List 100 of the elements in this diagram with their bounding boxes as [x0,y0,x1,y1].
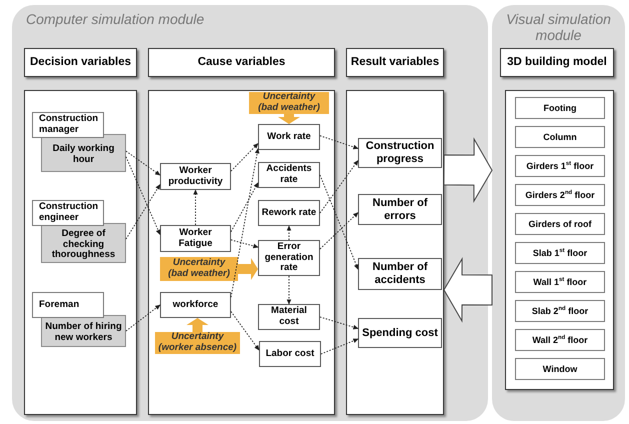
arrow [230,182,258,232]
box-label: Spending cost [362,326,438,340]
box-label: Wall 1$^{st}$ floor [533,276,587,288]
arrow [320,212,358,250]
variable-box [258,162,320,188]
arrow [126,150,161,176]
box-label: Slab 2$^{nd}$ floor [532,306,588,316]
variable-box [160,163,231,190]
variable-box [258,240,320,276]
box-label: Construction manager [39,114,100,136]
component-box [515,155,605,177]
block-arrow [278,114,300,124]
variable-box [160,292,231,318]
component-frame [505,90,614,390]
block-arrow [443,137,493,203]
column-header [148,48,335,77]
role-box [32,112,104,138]
arrow [320,338,359,354]
block-arrow [238,258,258,280]
module-panel [492,5,625,421]
box-label: Daily working hour [52,142,116,166]
result-box [358,318,442,348]
component-box [515,329,605,351]
arrow [230,148,260,298]
box-label: Result variables [350,56,440,70]
box-label: workforce [172,300,218,310]
variable-frame [24,90,137,415]
box-label: Construction engineer [39,202,100,224]
component-box [515,213,605,235]
box-label: Uncertainty (bad weather) [257,92,321,114]
box-label: Slab 1$^{st}$ floor [532,248,588,258]
variable-frame [148,90,335,415]
box-label: Work rate [267,132,311,142]
arrow [230,239,259,248]
box-label: Column [543,132,577,142]
box-label: Degree of checking thoroughness [50,226,116,262]
module-title: Computer simulation module [25,10,204,28]
arrow [230,143,258,172]
arrow [126,184,160,240]
component-box [515,242,605,264]
box-label: Labor cost [266,348,314,360]
box-label: Girders 1$^{st}$ floor [526,160,594,172]
module-panel [12,5,488,421]
box-label: Number of errors [372,196,428,222]
role-box [32,200,104,226]
column-header [500,48,614,77]
variable-box [259,341,321,367]
box-label: Girders of roof [528,218,592,230]
arrow [286,225,292,240]
component-box [515,300,605,322]
box-label: Window [542,364,578,374]
component-box [515,126,605,148]
box-label: 3D building model [507,56,607,70]
uncertainty-callout [160,257,238,281]
column-header [24,48,137,77]
arrow [230,311,260,351]
box-label: Accidents rate [265,164,313,186]
result-box [358,258,442,290]
arrow [126,156,160,236]
arrow [126,304,161,332]
box-label: Foreman [39,300,80,310]
box-label: Footing [544,102,576,114]
box-label: Girders 2$^{nd}$ floor [525,190,595,200]
arrow [320,135,359,150]
component-box [515,358,605,380]
box-label: Construction progress [364,140,436,166]
variable-frame [346,90,444,415]
result-box [358,194,442,225]
arrow [320,160,358,214]
box-label: Error generation rate [264,242,314,274]
box-label: Uncertainty (worker absence) [157,332,238,354]
box-label: Number of hiring new workers [45,320,122,344]
arrow [286,276,292,305]
box-label: Decision variables [30,56,131,70]
block-arrow [443,257,492,323]
block-arrow [186,318,208,332]
role-box [32,292,104,318]
variable-box [41,223,126,263]
box-label: Worker Fatigue [178,228,214,250]
column-header [346,48,444,77]
variable-box [41,315,126,347]
box-label: Material cost [270,306,308,328]
box-label: Worker productivity [167,166,224,188]
component-box [515,184,605,206]
module-title: Visual simulation module [505,10,612,44]
box-label: Number of accidents [372,261,428,287]
arrow [193,189,198,226]
variable-box [258,124,320,150]
variable-box [258,200,320,226]
result-box [358,138,442,168]
box-label: Rework rate [262,208,316,218]
component-box [515,97,605,119]
arrow [320,316,359,330]
uncertainty-callout [249,92,329,114]
component-box [515,271,605,293]
box-label: Cause variables [198,56,286,70]
box-label: Uncertainty (bad weather) [167,258,231,280]
box-label: Wall 2$^{nd}$ floor [532,334,588,346]
variable-box [258,304,320,330]
variable-box [160,225,231,252]
